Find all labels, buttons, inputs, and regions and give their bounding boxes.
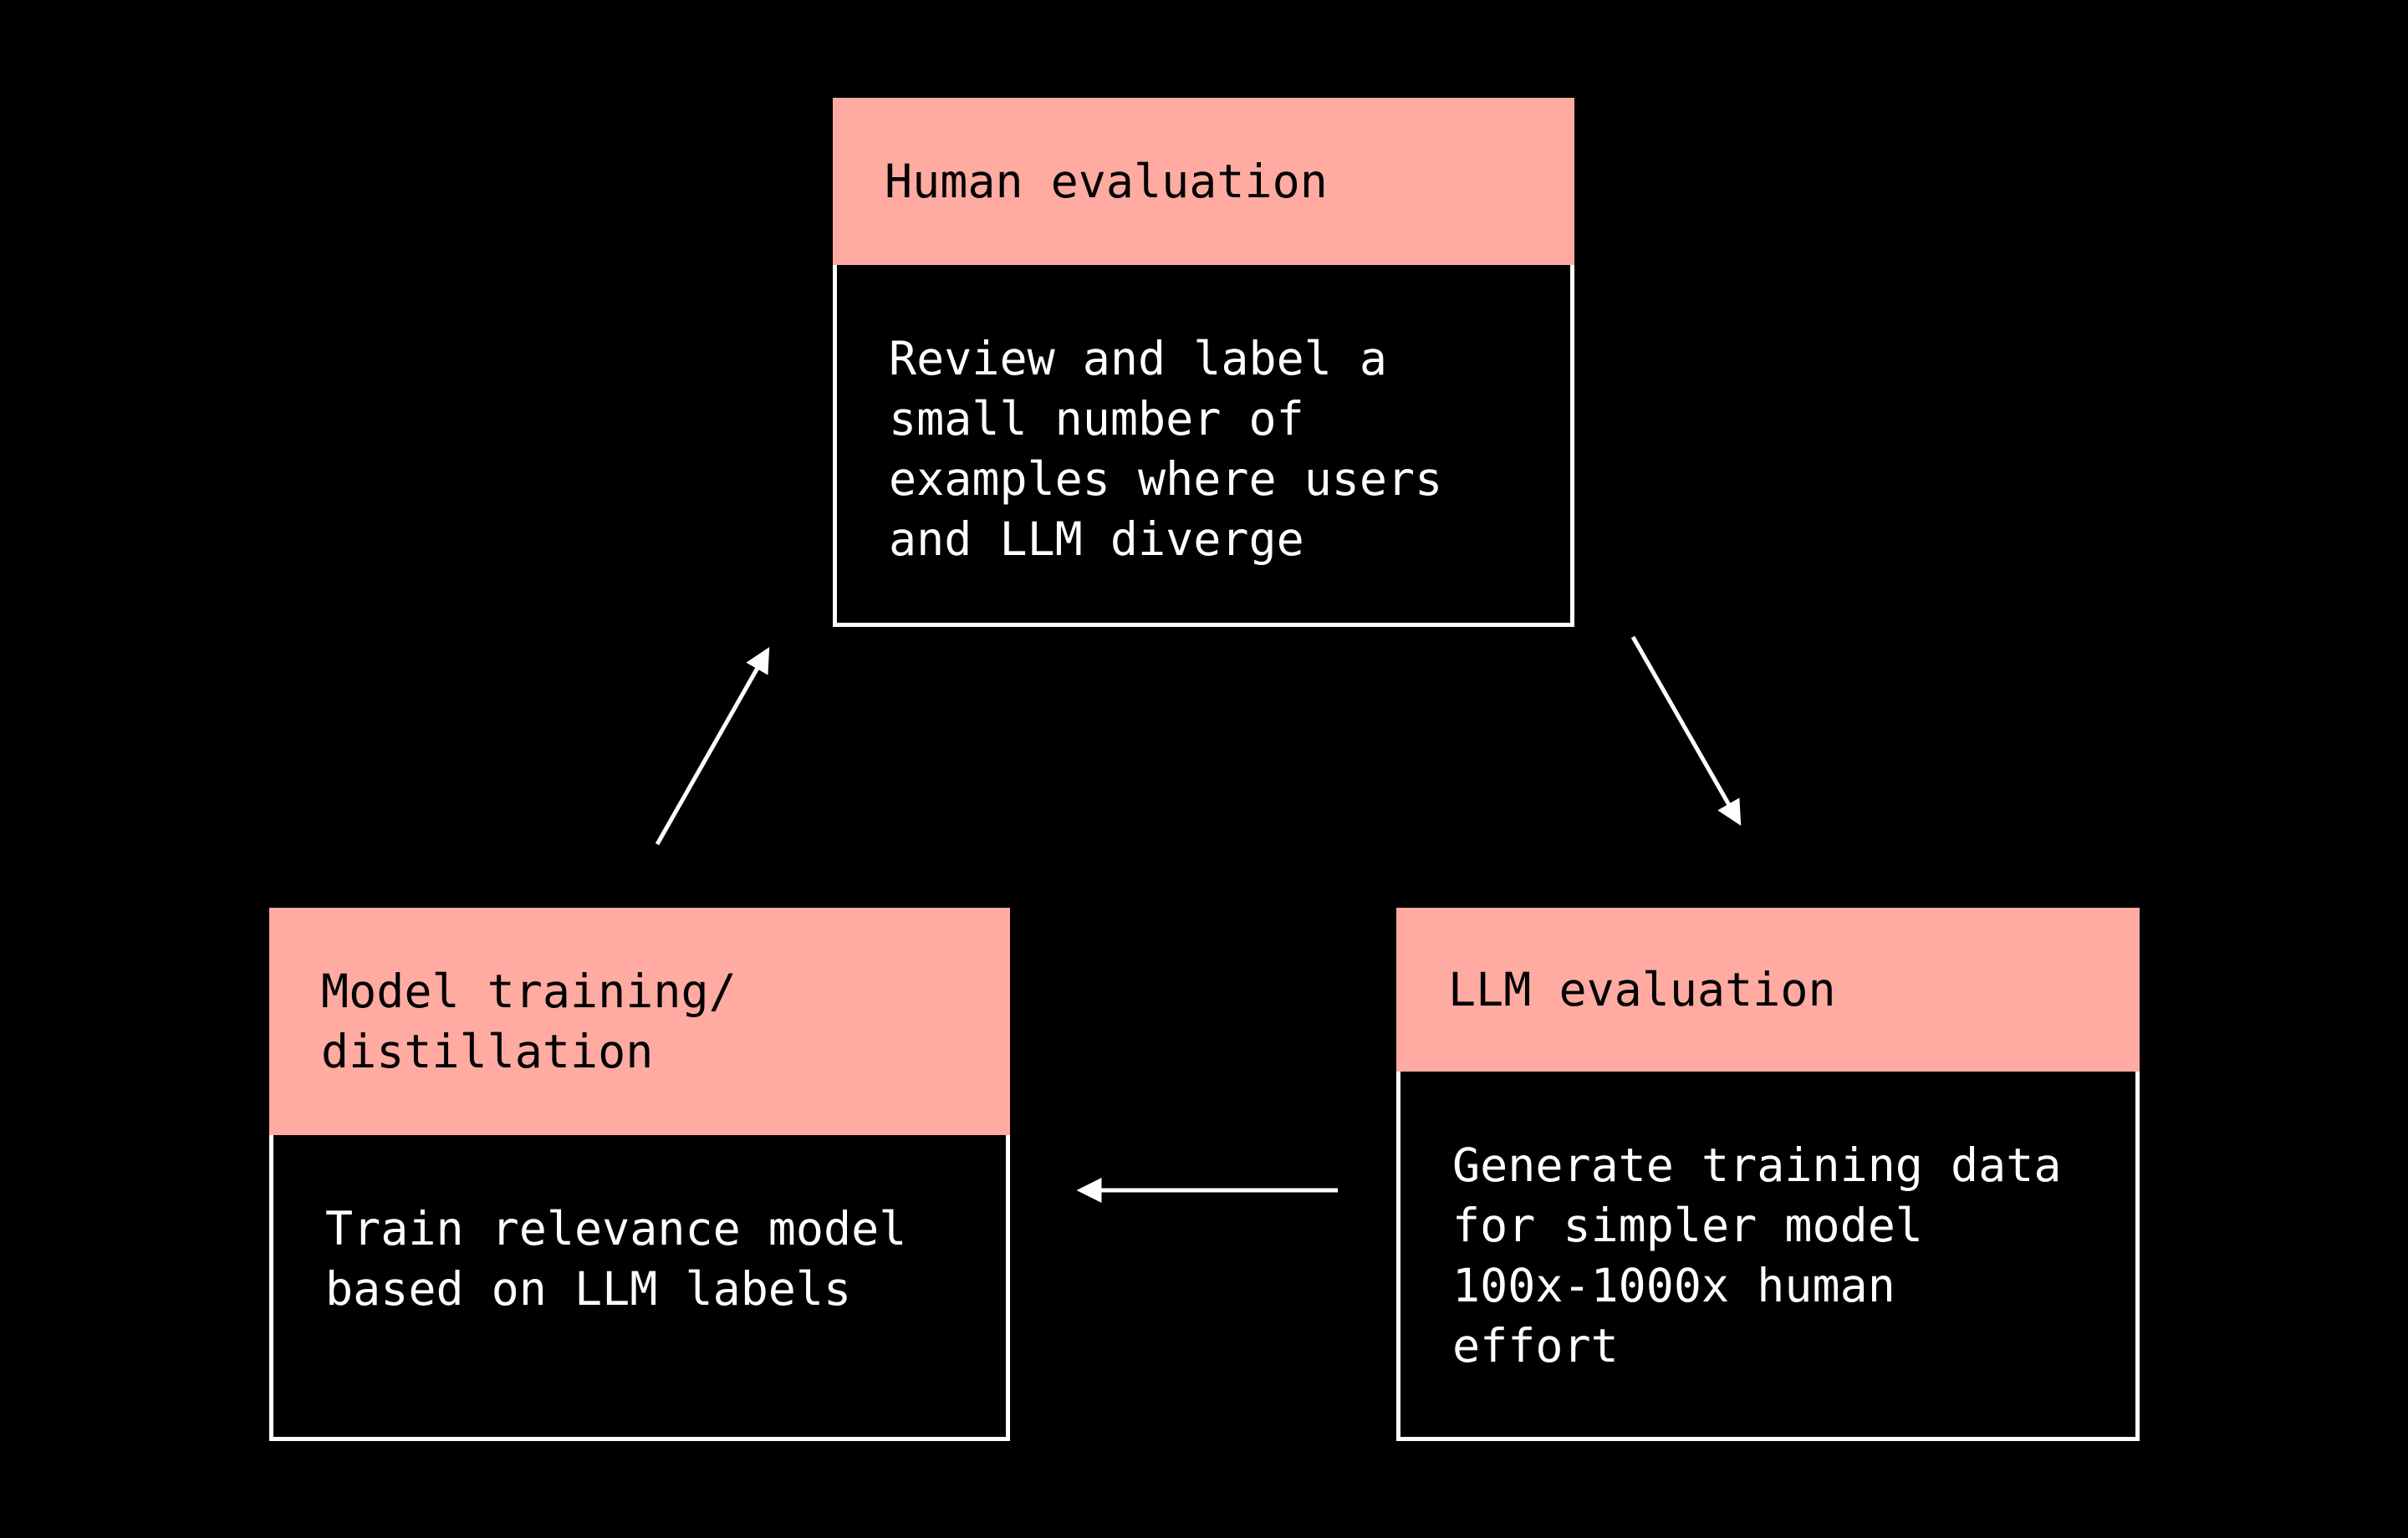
node-llm-evaluation: LLM evaluation Generate training data fo… [1396,908,2140,1441]
node-llm-evaluation-title: LLM evaluation [1396,908,2140,1072]
node-human-evaluation: Human evaluation Review and label a smal… [833,98,1574,627]
node-llm-evaluation-description: Generate training data for simpler model… [1396,1072,2140,1441]
node-human-evaluation-description: Review and label a small number of examp… [833,265,1574,627]
arrow-model-to-human [655,647,770,846]
arrow-human-to-llm [1630,635,1742,826]
node-model-training-distillation: Model training/ distillation Train relev… [269,908,1010,1441]
node-model-training-distillation-title: Model training/ distillation [269,908,1010,1135]
node-model-training-distillation-description: Train relevance model based on LLM label… [269,1135,1010,1441]
node-human-evaluation-title: Human evaluation [833,98,1574,265]
